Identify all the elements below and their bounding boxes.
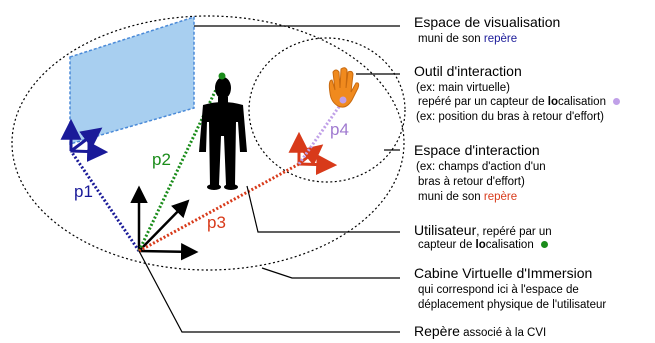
interaction-title: Espace d'interaction [414,142,540,158]
user-line-2-end: calisation [485,239,534,251]
tool-legend-dot [613,98,621,106]
interaction-line-3: muni de son repère [418,190,517,205]
tool-line-1: (ex: main virtuelle) [416,82,510,94]
cvi-line-1: qui correspond ici à l'espace de [418,284,579,296]
user-legend-dot [540,241,548,249]
interaction-line-1: (ex: champs d'action d'un [416,161,546,173]
tool-line-3: (ex: position du bras à retour d'effort) [416,111,604,123]
cvi-frame-title: Repère [414,323,460,339]
leader-lines [138,25,400,333]
interaction-space-circle [248,37,406,183]
user-line-2: capteur de localisation [418,238,548,253]
p4-label: p4 [330,120,349,139]
cvi-frame-label: Repère associé à la CVI [414,323,546,341]
cvi-ellipse [11,15,405,271]
user-line-2-bold: lo [475,239,486,251]
visualisation-title: Espace de visualisation [414,14,561,30]
user-title: Utilisateur [414,222,477,238]
tool-line-2-text: repéré par un capteur de [418,96,548,108]
user-sensor-dot [218,72,226,80]
visualisation-repere: repère [483,33,518,45]
cvi-line-2: déplacement physique de l'utilisateur [418,299,607,311]
visualisation-subtitle: muni de son repère [418,32,517,47]
tool-sensor-dot [339,96,347,104]
vector-p4 [297,100,345,165]
person-silhouette-icon [199,77,247,190]
cvi-title: Cabine Virtuelle d'Immersion [414,265,593,281]
p1-label: p1 [74,182,93,201]
p3-label: p3 [207,213,226,232]
tool-line-2: repéré par un capteur de localisation [418,95,621,110]
visualisation-screen [69,15,195,145]
cvi-frame-rest: associé à la CVI [459,327,547,339]
vector-p1 [69,150,141,252]
interaction-line-3-text: muni de son [418,191,484,203]
tool-title: Outil d'interaction [414,63,522,79]
interaction-repere: repère [483,191,518,203]
p2-label: p2 [152,150,171,169]
tool-line-2-bold: lo [547,96,559,108]
user-line-2-text: capteur de [418,239,476,251]
visualisation-subtitle-text: muni de son [418,33,484,45]
user-title-rest: , repéré par un [476,226,552,238]
cvi-frame [130,185,199,261]
tool-line-2-end: calisation [558,96,606,108]
hand-icon [328,67,360,108]
user-title-line: Utilisateur, repéré par un [414,222,552,240]
visualisation-frame [60,118,109,162]
interaction-line-2: bras à retour d'effort) [418,176,525,188]
